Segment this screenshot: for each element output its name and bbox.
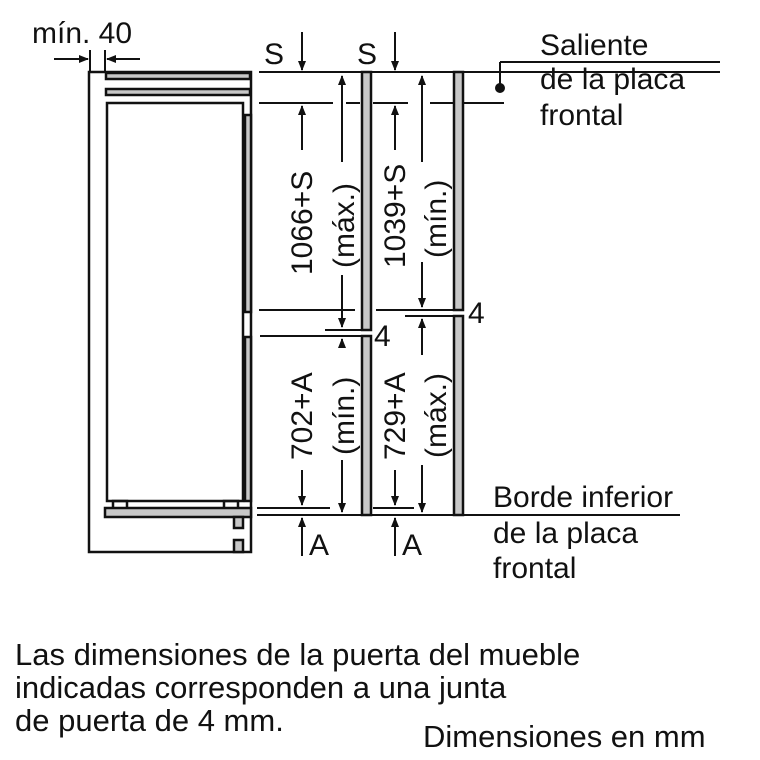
saliente-label-line3: frontal: [540, 99, 623, 132]
gap-label-left: 4: [374, 320, 391, 353]
dim-lower-right-value: 729+A: [379, 372, 412, 460]
door-note-line2: indicadas corresponden a una junta: [15, 670, 507, 705]
dim-upper-right-value: 1039+S: [379, 164, 412, 268]
min-gap-label: mín. 40: [32, 17, 132, 50]
s-label-left: S: [264, 38, 284, 71]
dim-lower-left-value: 702+A: [286, 372, 319, 460]
door-note: Las dimensiones de la puerta del mueble …: [15, 638, 580, 737]
dim-lower-right-qualifier: (máx.): [420, 373, 453, 458]
door-note-line3: de puerta de 4 mm.: [15, 703, 284, 738]
reference-lines: [257, 71, 720, 516]
saliente-leader: [495, 61, 720, 93]
appliance-side-view: [87, 70, 253, 554]
door-note-line1: Las dimensiones de la puerta del mueble: [15, 637, 581, 672]
units-note: Dimensiones en mm: [423, 719, 706, 754]
borde-label-line3: frontal: [493, 552, 576, 585]
saliente-label-line1: Saliente: [540, 29, 648, 62]
dim-lower-left-qualifier: (mín.): [328, 377, 361, 455]
dim-upper-right-qualifier: (mín.): [420, 180, 453, 258]
s-arrows: [298, 32, 399, 71]
dim-upper-left-qualifier: (máx.): [328, 183, 361, 268]
dim-upper-left-value: 1066+S: [286, 171, 319, 275]
furniture-door-panels: [360, 70, 465, 517]
min-gap-arrows: [54, 50, 140, 72]
borde-label-line2: de la placa: [493, 517, 638, 550]
a-label-left: A: [309, 529, 329, 562]
a-label-right: A: [402, 529, 422, 562]
dimension-arrows: [298, 75, 426, 556]
saliente-label-line2: de la placa: [540, 63, 685, 96]
s-label-right: S: [357, 38, 377, 71]
borde-label-line1: Borde inferior: [493, 481, 673, 514]
gap-label-right: 4: [468, 297, 485, 330]
